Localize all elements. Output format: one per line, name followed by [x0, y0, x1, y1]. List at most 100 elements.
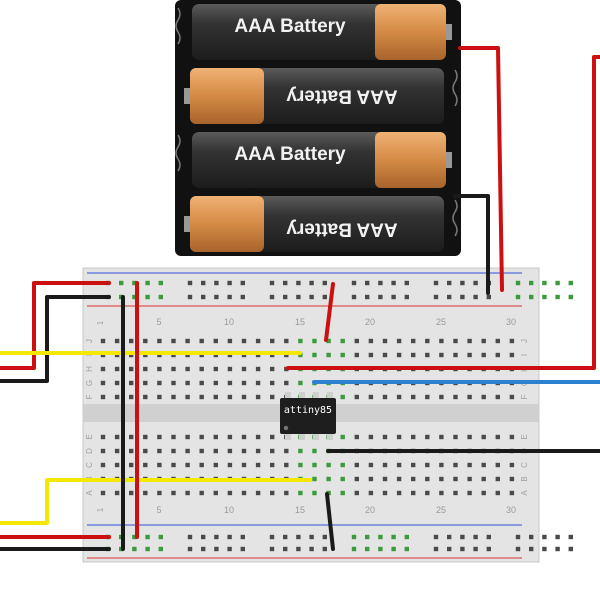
breadboard-hole[interactable]	[411, 476, 416, 482]
breadboard-hole[interactable]	[132, 280, 137, 286]
breadboard-hole[interactable]	[255, 462, 261, 468]
breadboard-hole[interactable]	[542, 280, 547, 286]
breadboard-hole[interactable]	[467, 338, 472, 344]
breadboard-hole[interactable]	[509, 490, 515, 496]
breadboard-hole[interactable]	[433, 534, 439, 540]
breadboard-hole[interactable]	[425, 338, 430, 344]
breadboard-hole[interactable]	[227, 546, 232, 552]
breadboard-hole[interactable]	[143, 490, 148, 496]
breadboard-hole[interactable]	[411, 434, 416, 440]
breadboard-hole[interactable]	[425, 462, 430, 468]
breadboard-hole[interactable]	[382, 476, 388, 482]
breadboard-hole[interactable]	[283, 294, 288, 300]
breadboard-hole[interactable]	[340, 490, 345, 496]
breadboard-hole[interactable]	[213, 490, 218, 496]
breadboard-hole[interactable]	[340, 394, 345, 400]
breadboard-hole[interactable]	[378, 294, 383, 300]
breadboard-hole[interactable]	[453, 352, 458, 358]
breadboard-hole[interactable]	[354, 394, 359, 400]
breadboard-hole[interactable]	[145, 280, 150, 286]
breadboard-hole[interactable]	[439, 490, 444, 496]
breadboard-hole[interactable]	[439, 476, 444, 482]
breadboard-hole[interactable]	[199, 462, 204, 468]
breadboard-hole[interactable]	[322, 534, 327, 540]
breadboard-hole[interactable]	[171, 448, 176, 454]
breadboard-hole[interactable]	[368, 490, 374, 496]
breadboard-hole[interactable]	[495, 490, 500, 496]
breadboard-hole[interactable]	[199, 434, 204, 440]
breadboard-hole[interactable]	[439, 394, 444, 400]
breadboard-hole[interactable]	[132, 546, 137, 552]
breadboard-hole[interactable]	[227, 294, 232, 300]
breadboard-hole[interactable]	[453, 434, 458, 440]
breadboard-hole[interactable]	[391, 280, 396, 286]
breadboard-hole[interactable]	[185, 490, 190, 496]
breadboard-hole[interactable]	[365, 546, 370, 552]
breadboard-hole[interactable]	[283, 534, 288, 540]
breadboard-hole[interactable]	[326, 476, 331, 482]
breadboard-hole[interactable]	[255, 490, 261, 496]
breadboard-hole[interactable]	[447, 280, 452, 286]
breadboard-hole[interactable]	[312, 448, 317, 454]
breadboard-hole[interactable]	[241, 366, 247, 372]
breadboard-hole[interactable]	[467, 490, 472, 496]
breadboard-hole[interactable]	[312, 490, 317, 496]
breadboard-hole[interactable]	[298, 448, 303, 454]
breadboard-hole[interactable]	[240, 294, 245, 300]
breadboard-hole[interactable]	[241, 380, 247, 386]
breadboard-hole[interactable]	[529, 546, 534, 552]
breadboard-hole[interactable]	[296, 546, 301, 552]
breadboard-hole[interactable]	[157, 462, 162, 468]
breadboard-hole[interactable]	[100, 490, 106, 496]
breadboard-hole[interactable]	[529, 294, 534, 300]
breadboard-hole[interactable]	[312, 352, 317, 358]
breadboard-hole[interactable]	[322, 546, 327, 552]
breadboard-hole[interactable]	[467, 434, 472, 440]
breadboard-hole[interactable]	[269, 280, 275, 286]
breadboard-hole[interactable]	[473, 294, 478, 300]
breadboard-hole[interactable]	[351, 294, 357, 300]
breadboard-hole[interactable]	[143, 448, 148, 454]
breadboard-hole[interactable]	[270, 448, 275, 454]
breadboard-hole[interactable]	[568, 294, 573, 300]
breadboard-hole[interactable]	[439, 462, 444, 468]
breadboard-hole[interactable]	[365, 534, 370, 540]
breadboard-hole[interactable]	[425, 476, 430, 482]
breadboard-hole[interactable]	[199, 338, 204, 344]
breadboard-hole[interactable]	[199, 394, 204, 400]
breadboard-hole[interactable]	[439, 338, 444, 344]
breadboard-hole[interactable]	[378, 280, 383, 286]
attiny85-chip[interactable]: attiny85	[280, 392, 336, 440]
breadboard-hole[interactable]	[322, 294, 327, 300]
breadboard-hole[interactable]	[100, 338, 106, 344]
breadboard-hole[interactable]	[283, 546, 288, 552]
breadboard-hole[interactable]	[227, 366, 233, 372]
breadboard-hole[interactable]	[340, 462, 345, 468]
breadboard-hole[interactable]	[555, 294, 560, 300]
breadboard-hole[interactable]	[201, 280, 206, 286]
breadboard-hole[interactable]	[157, 338, 162, 344]
breadboard-hole[interactable]	[495, 462, 500, 468]
breadboard-hole[interactable]	[114, 462, 120, 468]
breadboard-hole[interactable]	[214, 280, 219, 286]
breadboard-hole[interactable]	[354, 338, 359, 344]
battery-black-lead[interactable]	[453, 194, 490, 295]
breadboard-hole[interactable]	[255, 338, 261, 344]
breadboard-hole[interactable]	[157, 366, 162, 372]
breadboard-hole[interactable]	[157, 380, 162, 386]
breadboard-hole[interactable]	[199, 366, 204, 372]
breadboard-hole[interactable]	[354, 462, 359, 468]
breadboard-hole[interactable]	[396, 462, 402, 468]
breadboard-hole[interactable]	[157, 490, 162, 496]
breadboard-hole[interactable]	[467, 462, 472, 468]
breadboard-hole[interactable]	[284, 462, 289, 468]
breadboard-hole[interactable]	[460, 534, 465, 540]
breadboard-hole[interactable]	[270, 490, 275, 496]
breadboard-hole[interactable]	[114, 490, 120, 496]
breadboard-hole[interactable]	[481, 490, 486, 496]
breadboard-hole[interactable]	[447, 546, 452, 552]
breadboard-hole[interactable]	[129, 380, 134, 386]
breadboard-hole[interactable]	[143, 338, 148, 344]
breadboard-hole[interactable]	[439, 434, 444, 440]
breadboard-hole[interactable]	[439, 352, 444, 358]
